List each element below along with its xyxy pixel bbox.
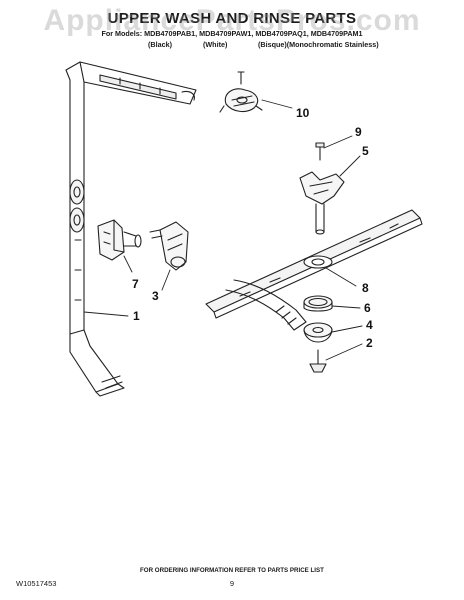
part-4-mount — [303, 322, 333, 343]
color-black: (Black) — [148, 40, 172, 49]
callout-3: 3 — [152, 289, 159, 303]
callout-6: 6 — [364, 301, 371, 315]
callout-5: 5 — [362, 144, 369, 158]
part-8-upper-spray-arm — [205, 209, 423, 319]
callout-2: 2 — [366, 336, 373, 350]
part-9-screw — [315, 142, 325, 161]
callout-7: 7 — [132, 277, 139, 291]
callout-1: 1 — [133, 309, 140, 323]
model-numbers: For Models: MDB4709PAB1, MDB4709PAW1, MD… — [101, 29, 363, 38]
part-3-bracket — [149, 221, 189, 271]
page-number: 9 — [229, 579, 235, 588]
part-5-spray-arm-hub — [299, 171, 345, 235]
callout-9: 9 — [355, 125, 362, 139]
part-10-top-clip — [219, 71, 263, 113]
callout-10: 10 — [296, 106, 310, 120]
callout-4: 4 — [366, 318, 373, 332]
part-2-retaining-nut — [309, 349, 327, 373]
part-6-seal-ring — [303, 295, 333, 312]
page-title: UPPER WASH AND RINSE PARTS — [107, 10, 357, 27]
color-bisque-stainless: (Bisque)(Monochromatic Stainless) — [258, 40, 379, 49]
part-7-manifold — [97, 219, 142, 261]
ordering-note: FOR ORDERING INFORMATION REFER TO PARTS … — [140, 567, 324, 574]
callout-8: 8 — [362, 281, 369, 295]
color-white: (White) — [203, 40, 228, 49]
part-1-supply-tube — [65, 61, 197, 397]
document-number: W10517453 — [16, 579, 57, 588]
feed-tube — [225, 279, 307, 331]
